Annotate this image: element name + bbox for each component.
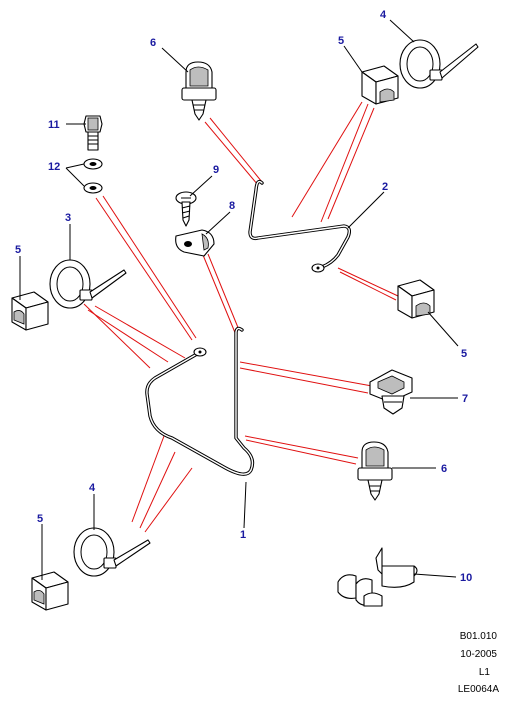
callout-9: 9: [213, 164, 219, 176]
callout-6-top: 6: [150, 37, 156, 49]
callout-5-left-top: 5: [15, 244, 21, 256]
block-5-top: [361, 65, 399, 105]
bolt-11: [83, 115, 103, 151]
clip-7: [369, 369, 413, 415]
drawing-level: L1: [479, 667, 491, 678]
callout-12: 12: [48, 161, 60, 173]
callout-3: 3: [65, 212, 71, 224]
block-5-left-bottom: [31, 571, 69, 611]
callout-5-left-bottom: 5: [37, 513, 43, 525]
bracket-8: [175, 229, 215, 257]
callout-5-top: 5: [338, 35, 344, 47]
brake-pipe-2: [248, 179, 352, 273]
drawing-date: 10-2005: [460, 649, 497, 660]
drawing-code: LE0064A: [458, 684, 499, 695]
pipe-clip-10: [337, 547, 418, 607]
callouts: 1 2 3 4 4 5 5 5 5 6 6 7 8 9 10 11 12: [15, 9, 472, 584]
callout-10: 10: [460, 572, 472, 584]
callout-6-right: 6: [441, 463, 447, 475]
cable-tie-4-bottom: [73, 527, 151, 577]
cable-tie-4-top: [399, 39, 479, 89]
callout-7: 7: [462, 393, 468, 405]
reference-lines: [83, 101, 399, 533]
callout-1: 1: [240, 529, 246, 541]
callout-5-right: 5: [461, 348, 467, 360]
leader-lines: [19, 19, 459, 580]
drawing-reference: B01.010 10-2005 L1 LE0064A: [458, 631, 499, 695]
callout-4-bottom: 4: [89, 482, 96, 494]
cable-tie-3: [49, 259, 127, 309]
block-5-left-top: [11, 291, 49, 331]
callout-4-top: 4: [380, 9, 387, 21]
washers-12: [83, 158, 103, 194]
drawing-ref-number: B01.010: [460, 631, 498, 642]
callout-2: 2: [382, 181, 388, 193]
callout-11: 11: [48, 119, 60, 131]
block-5-right: [397, 279, 435, 319]
screw-9: [175, 191, 197, 227]
clip-6-top: [181, 61, 217, 121]
clip-6-right: [357, 441, 393, 501]
callout-8: 8: [229, 200, 235, 212]
brake-pipe-1: [145, 326, 255, 476]
